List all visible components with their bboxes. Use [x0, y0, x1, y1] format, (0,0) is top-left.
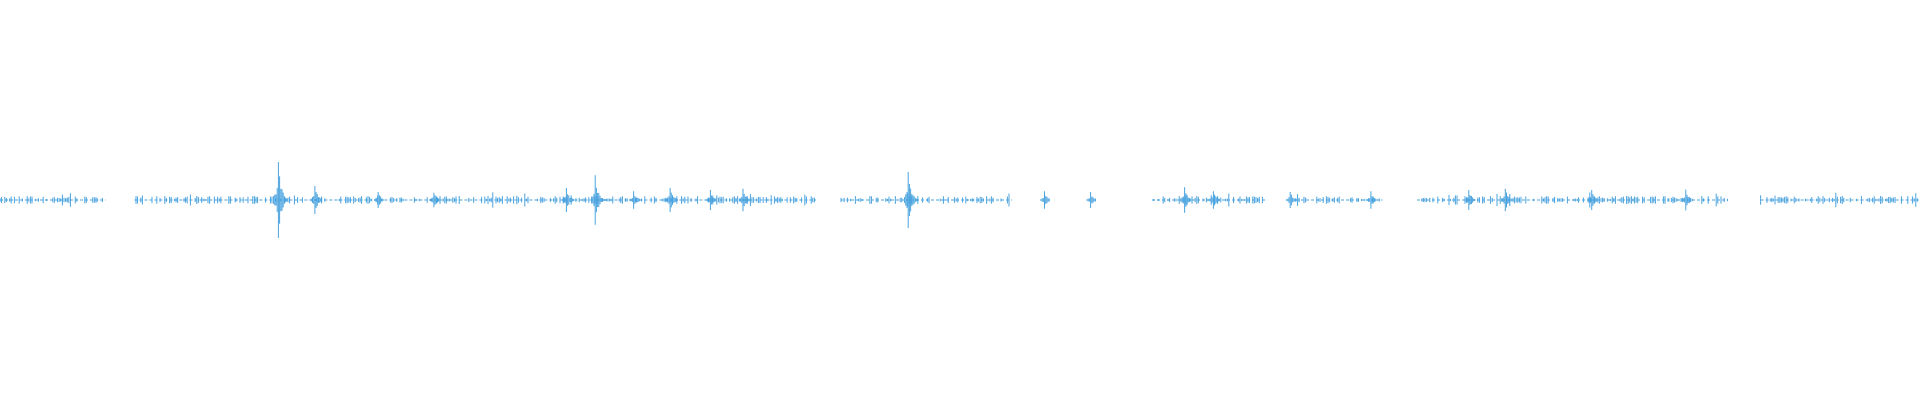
waveform-bars	[0, 162, 1920, 238]
